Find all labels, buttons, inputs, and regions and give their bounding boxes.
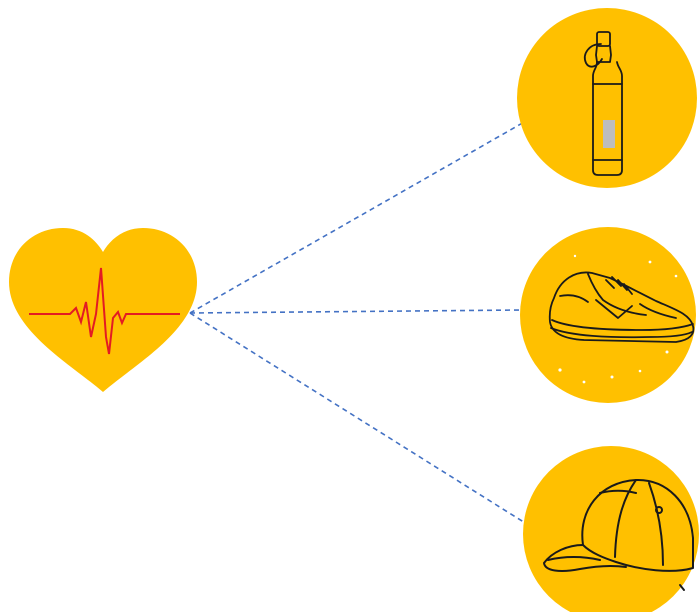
heart-with-heartbeat-icon — [9, 228, 197, 392]
bottle-label-patch — [603, 120, 615, 148]
cap-circle — [523, 446, 699, 612]
shoe-circle — [520, 227, 696, 403]
heart-node — [9, 228, 197, 392]
connector-to-cap — [190, 313, 530, 526]
shoe-node — [520, 227, 696, 403]
bottle-node — [517, 8, 697, 188]
connectors — [190, 121, 530, 526]
cap-node — [523, 446, 699, 612]
connector-to-bottle — [190, 121, 526, 313]
connector-to-shoe — [190, 310, 522, 313]
bottle-circle — [517, 8, 697, 188]
